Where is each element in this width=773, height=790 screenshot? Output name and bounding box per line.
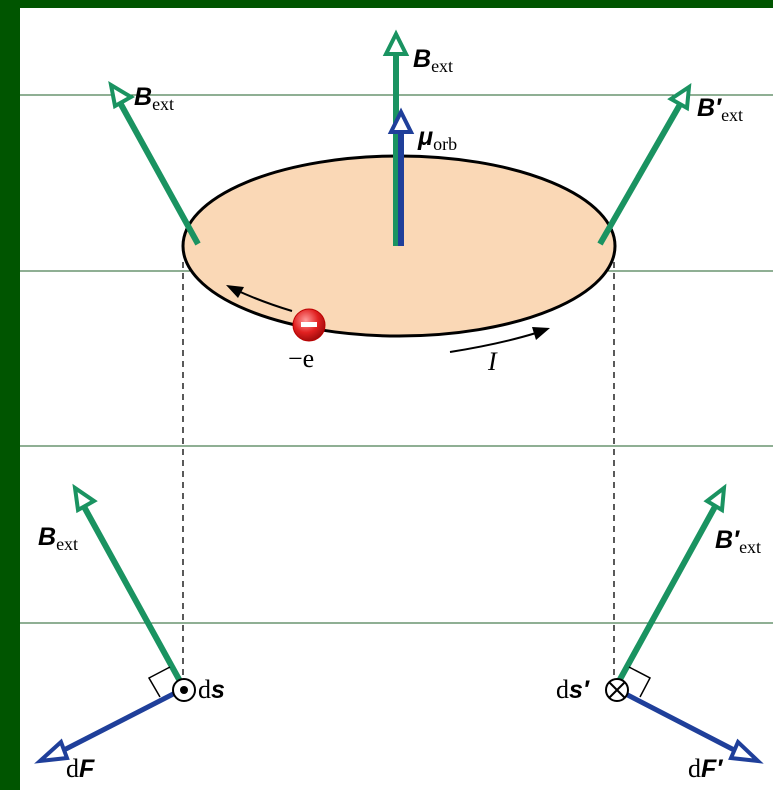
ds-label: ds bbox=[198, 677, 225, 703]
df-prefix: d bbox=[66, 754, 79, 783]
b-ext-lower-left-symbol: B bbox=[38, 523, 57, 551]
ds-prime-prefix: d bbox=[556, 675, 569, 704]
df-arrow bbox=[34, 687, 183, 764]
ds-prime-label: ds′ bbox=[556, 677, 589, 703]
b-ext-prime-lower-right-label: B′ext bbox=[715, 526, 761, 557]
b-ext-prime-lower-right-arrow bbox=[615, 483, 727, 685]
df-prime-prefix: d bbox=[688, 754, 701, 783]
b-ext-top-subscript: ext bbox=[431, 56, 454, 76]
mu-orb-arrow bbox=[387, 107, 415, 246]
right-angle-marker-left bbox=[147, 666, 171, 698]
ds-prefix: d bbox=[198, 675, 211, 704]
b-ext-prime-lower-right-subscript: ext bbox=[739, 537, 762, 557]
current-direction-arrow bbox=[449, 332, 537, 353]
b-ext-upper-left-subscript: ext bbox=[152, 94, 175, 114]
current-direction-arrowhead bbox=[532, 327, 550, 340]
cross-in-circle-icon bbox=[605, 678, 629, 702]
b-ext-prime-upper-right-label: B′ext bbox=[697, 94, 743, 125]
mu-orb-symbol: μ bbox=[418, 123, 434, 151]
b-ext-upper-left-label: Bext bbox=[134, 83, 174, 114]
b-ext-lower-left-arrow bbox=[72, 483, 184, 685]
ds-symbol: s bbox=[211, 676, 225, 704]
b-ext-top-symbol: B bbox=[413, 45, 432, 73]
b-ext-prime-lower-right-symbol: B′ bbox=[715, 526, 740, 554]
mu-orb-label: μorb bbox=[418, 123, 457, 154]
df-label: dF bbox=[66, 756, 94, 782]
df-prime-symbol: F′ bbox=[701, 755, 723, 783]
electron-charge-label: −e bbox=[288, 344, 315, 373]
b-ext-prime-upper-right-subscript: ext bbox=[721, 105, 744, 125]
b-ext-top-label: Bext bbox=[413, 45, 453, 76]
frame-left bbox=[0, 0, 20, 790]
df-prime-arrow bbox=[616, 687, 764, 764]
current-label: I bbox=[488, 347, 497, 376]
ds-prime-symbol: s′ bbox=[569, 676, 589, 704]
dot-in-circle-icon bbox=[172, 678, 196, 702]
b-ext-lower-left-label: Bext bbox=[38, 523, 78, 554]
df-symbol: F bbox=[79, 755, 95, 783]
b-ext-prime-upper-right-symbol: B′ bbox=[697, 94, 722, 122]
right-angle-marker-right bbox=[628, 666, 652, 698]
b-ext-upper-left-symbol: B bbox=[134, 83, 153, 111]
mu-orb-subscript: orb bbox=[433, 134, 458, 154]
b-ext-upper-left-arrow bbox=[108, 80, 201, 246]
electron-icon bbox=[292, 308, 326, 342]
b-ext-prime-upper-right-arrow bbox=[597, 83, 692, 246]
frame-top bbox=[0, 0, 773, 8]
projection-lines bbox=[182, 262, 615, 682]
b-ext-top-arrow bbox=[382, 29, 410, 246]
b-ext-lower-left-subscript: ext bbox=[56, 534, 79, 554]
df-prime-label: dF′ bbox=[688, 756, 722, 782]
electron-direction-arrowhead bbox=[226, 285, 244, 298]
